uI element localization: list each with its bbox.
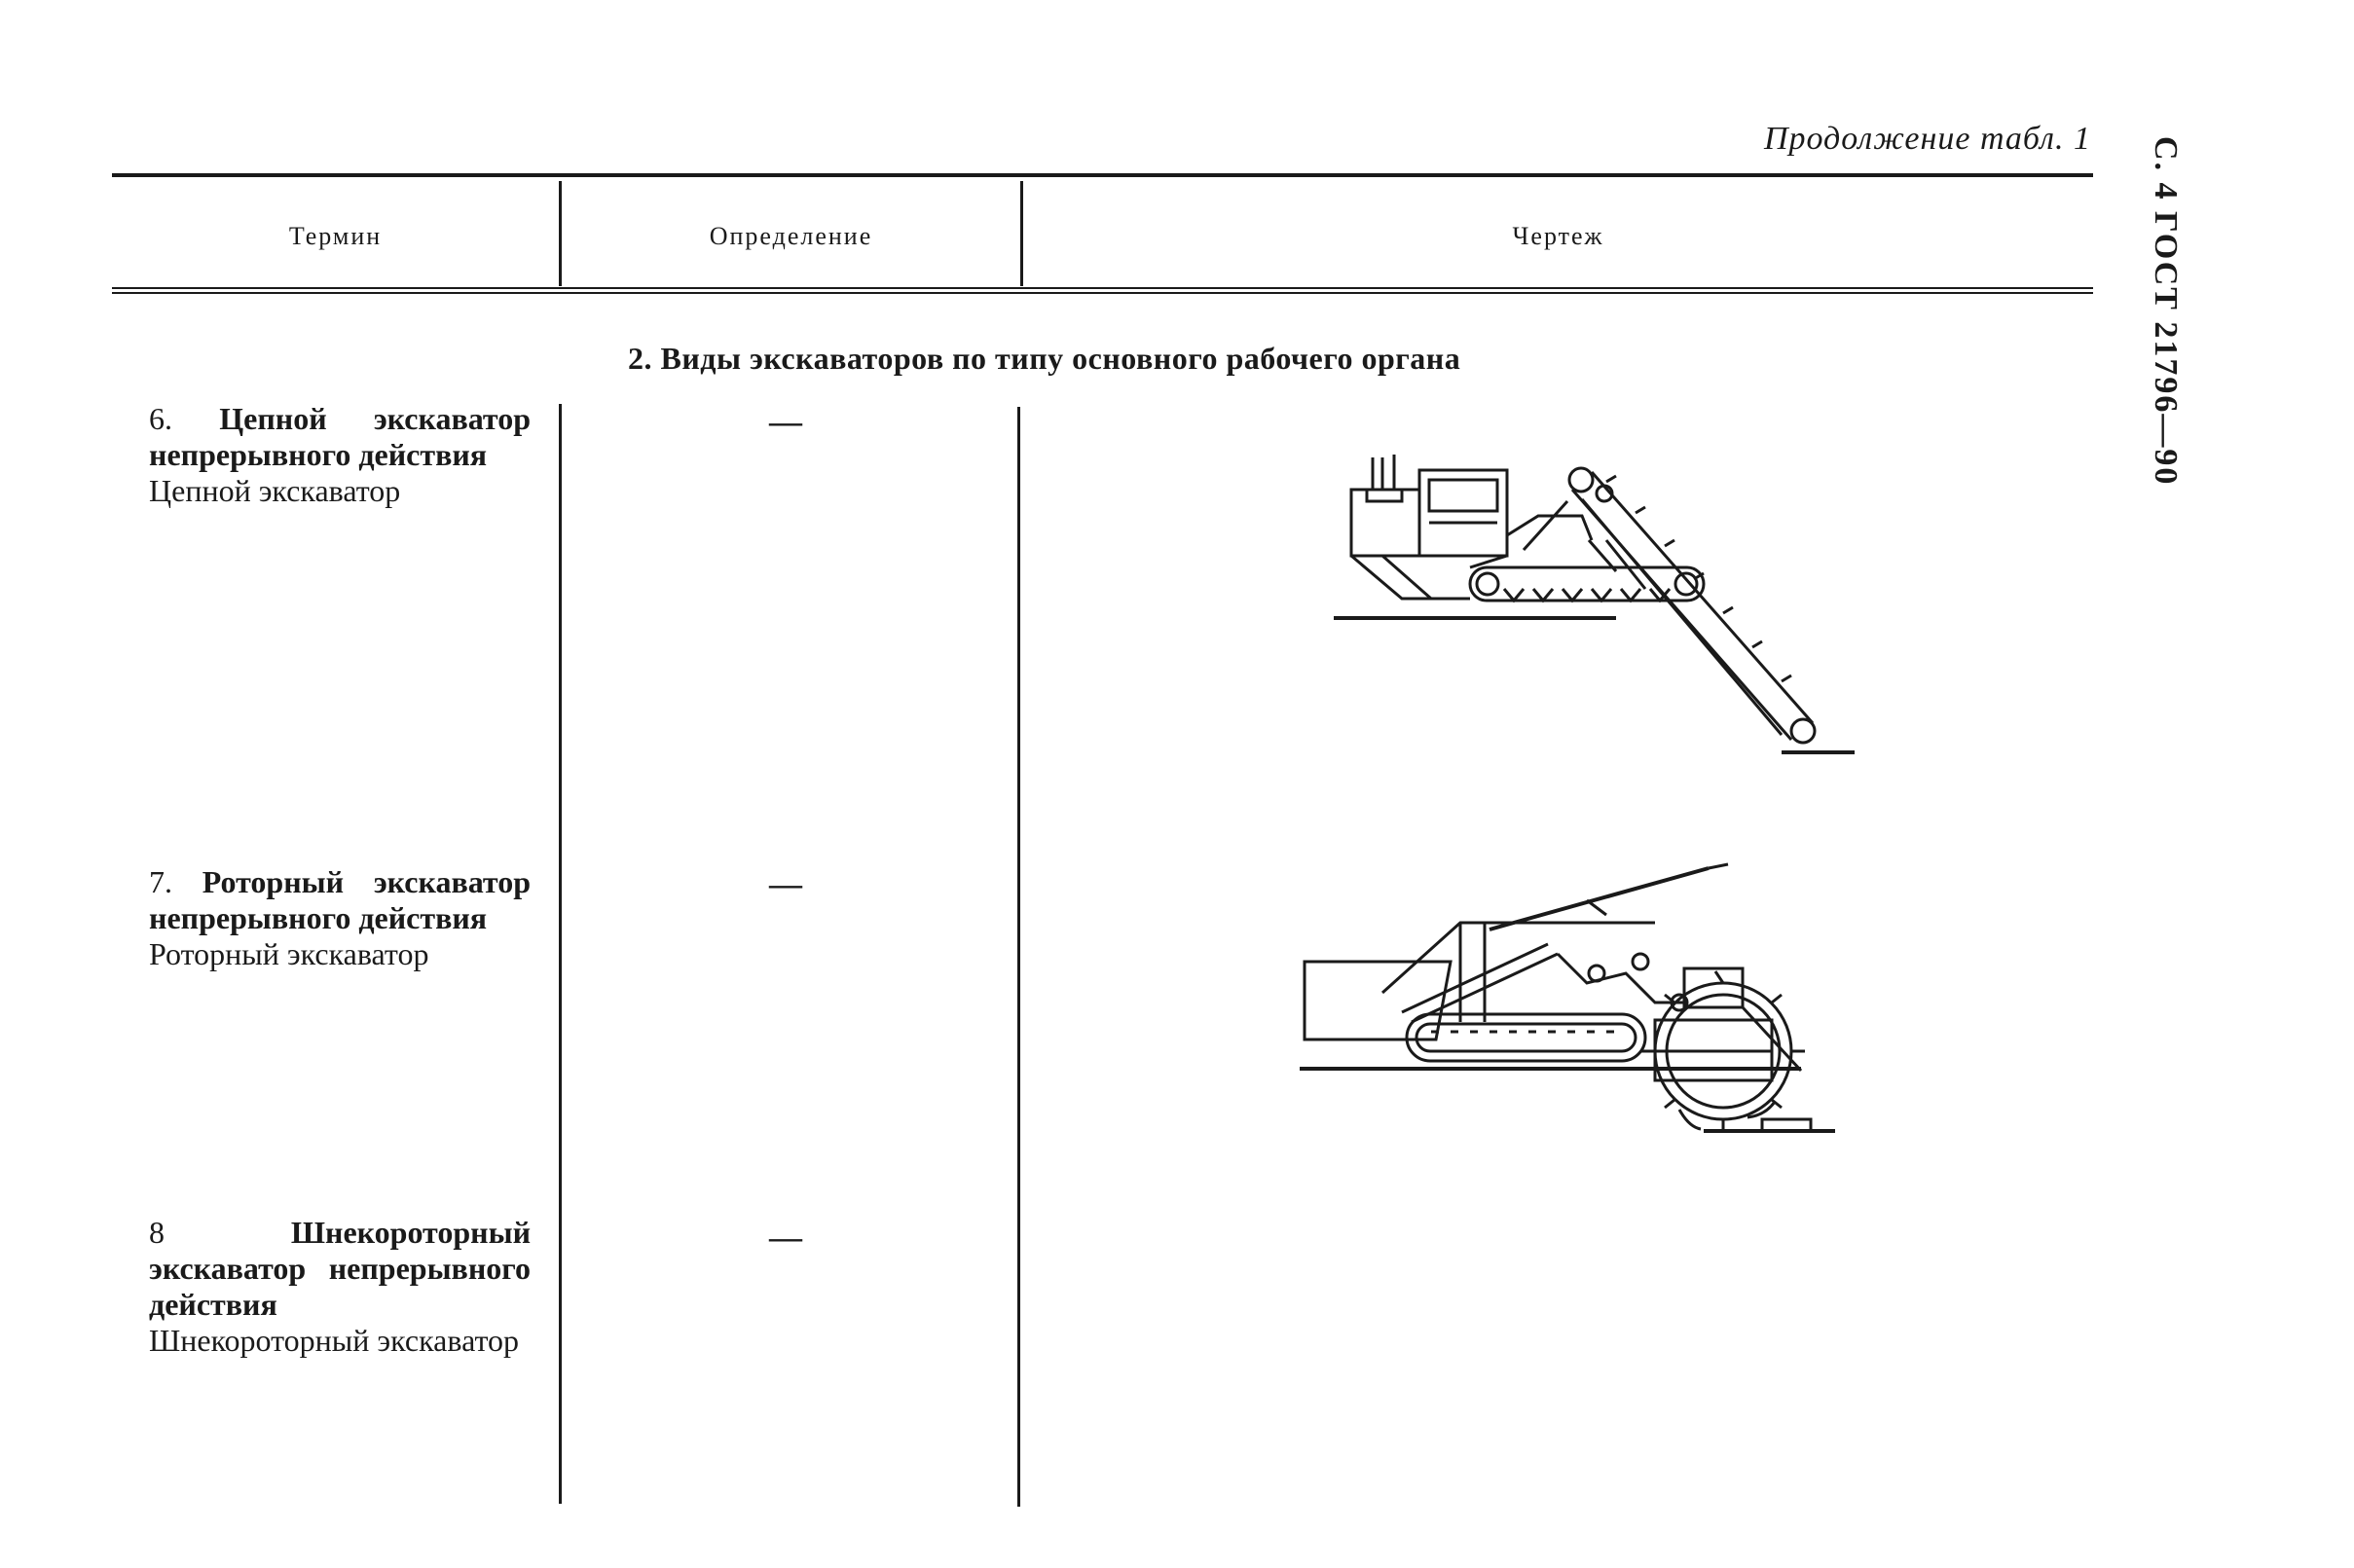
definition-row-8: — xyxy=(769,1220,802,1256)
header-divider-2 xyxy=(1020,181,1023,286)
term-row-7: 7. Роторный экскаватор непрерывного дейс… xyxy=(112,864,531,972)
continuation-label: Продолжение табл. 1 xyxy=(1763,121,2091,157)
term-number: 6. xyxy=(149,401,172,436)
term-synonym: Шнекороторный экскаватор xyxy=(149,1323,519,1358)
term-name: Шнекороторный экскаватор непрерывного де… xyxy=(149,1215,531,1322)
header-divider-1 xyxy=(559,181,562,286)
document-page-label: С. 4 ГОСТ 21796—90 xyxy=(2148,136,2184,487)
definition-row-6: — xyxy=(769,404,802,440)
definition-row-7: — xyxy=(769,866,802,902)
section-title: 2. Виды экскаваторов по типу основного р… xyxy=(628,341,1461,376)
table-top-rule xyxy=(112,173,2093,177)
header-bottom-rule xyxy=(112,287,2093,289)
column-divider-1 xyxy=(559,404,562,1504)
term-row-6: 6. Цепной экскаватор непрерывного действ… xyxy=(112,401,531,509)
term-number: 8 xyxy=(149,1215,165,1250)
column-divider-2 xyxy=(1017,407,1020,1507)
column-header-term: Термин xyxy=(288,222,383,250)
term-synonym: Цепной экскаватор xyxy=(149,473,401,508)
term-row-8: 8 Шнекороторный экскаватор непрерывного … xyxy=(112,1215,531,1359)
header-bottom-rule-2 xyxy=(112,292,2093,294)
column-header-definition: Определение xyxy=(709,222,873,250)
rotary-excavator-drawing xyxy=(1300,862,1835,1133)
term-name: Роторный экскаватор непрерывного действи… xyxy=(149,864,532,935)
chain-excavator-drawing xyxy=(1334,455,1855,754)
term-name: Цепной экскаватор непрерывного действия xyxy=(149,401,532,472)
term-synonym: Роторный экскаватор xyxy=(149,936,429,971)
term-number: 7. xyxy=(149,864,172,899)
column-header-drawing: Чертеж xyxy=(1512,222,1604,250)
